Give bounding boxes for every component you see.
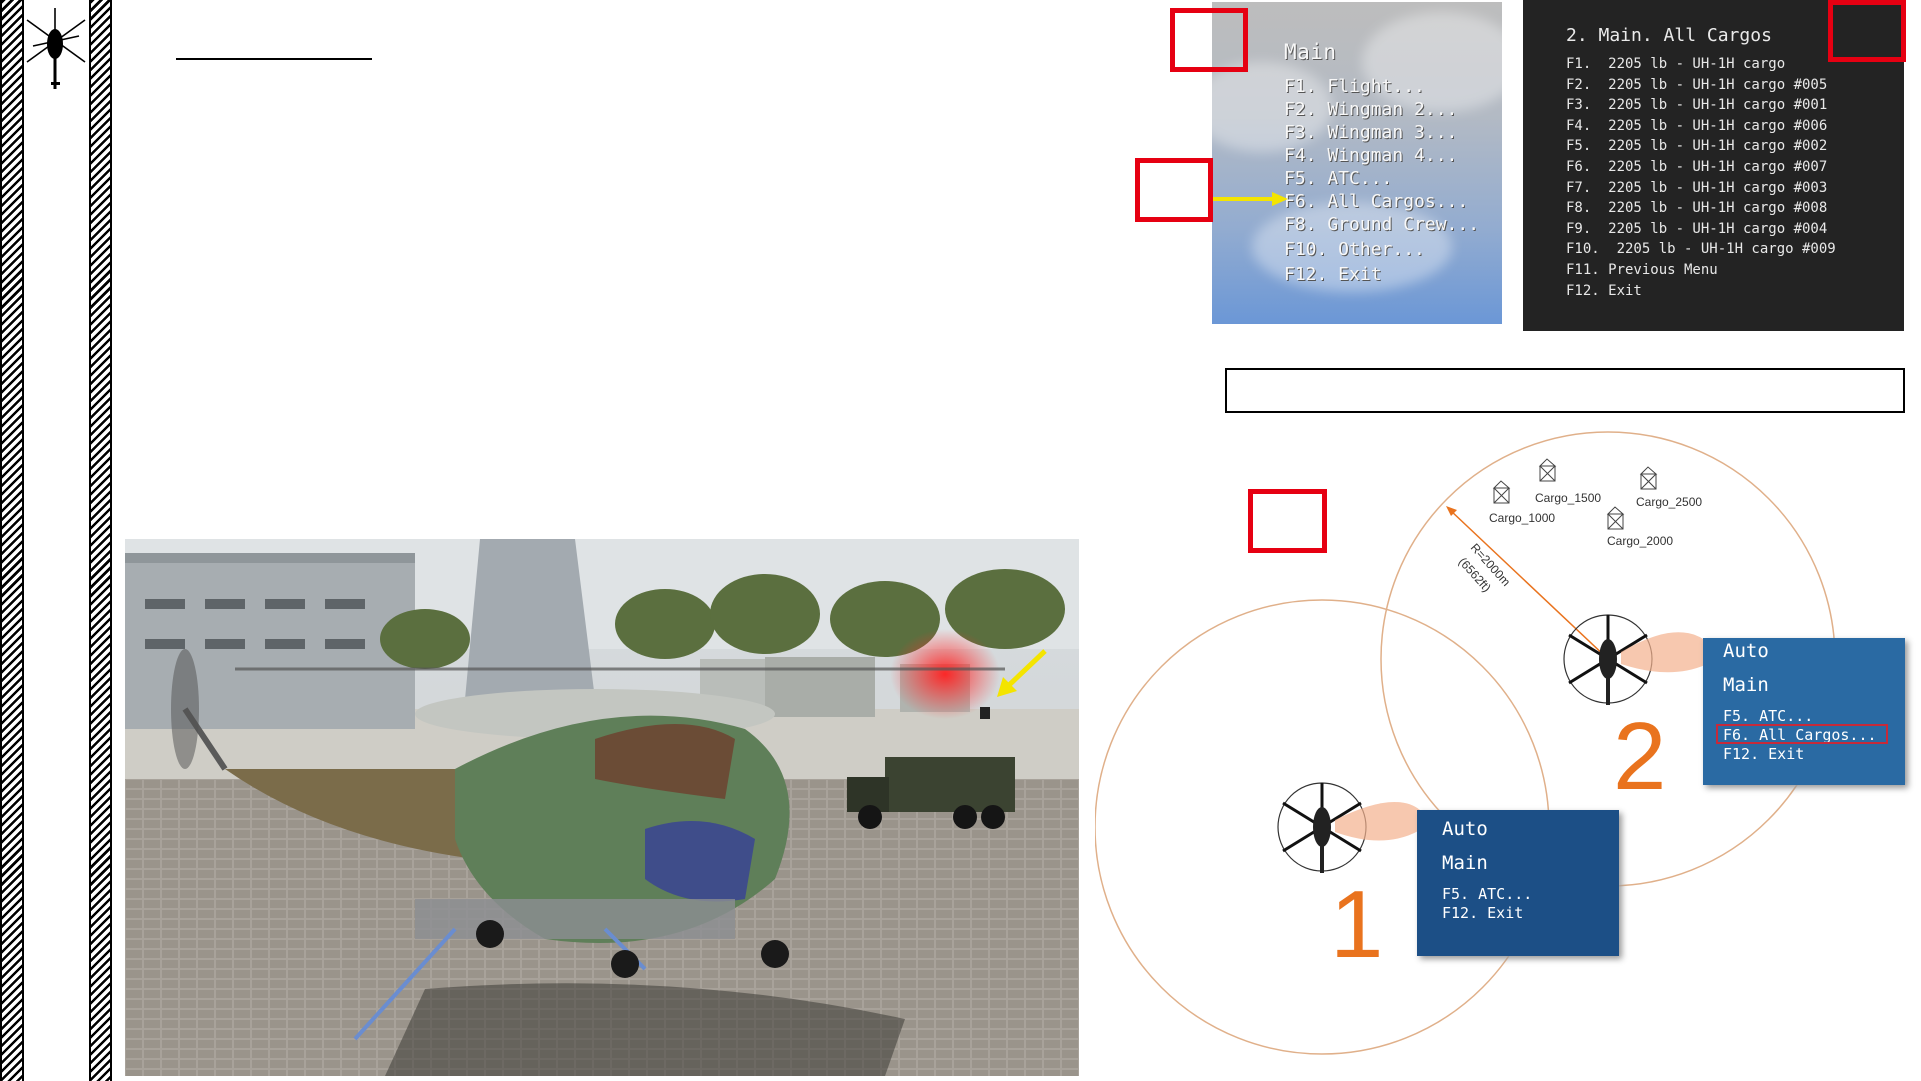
cargo-menu-item: F10. 2205 lb - UH-1H cargo #009 <box>1566 241 1836 258</box>
callout-box <box>1248 489 1327 553</box>
cargo-menu-item: F4. 2205 lb - UH-1H cargo #006 <box>1566 117 1828 134</box>
panel-2-sub: Main <box>1723 674 1769 696</box>
cargo-label: Cargo_2500 <box>1636 495 1702 509</box>
cargo-menu-item: F7. 2205 lb - UH-1H cargo #003 <box>1566 179 1828 196</box>
panel-2-title: Auto <box>1723 640 1769 662</box>
radio-menu-item: F5. ATC... <box>1284 168 1393 189</box>
panel-1-title: Auto <box>1442 818 1488 840</box>
radio-menu-item: F12. Exit <box>1284 264 1382 285</box>
left-hatch-border <box>0 0 24 1081</box>
yellow-arrow-icon <box>1212 192 1288 206</box>
helicopter-logo-icon <box>25 2 87 97</box>
right-hatch-border <box>89 0 112 1081</box>
cargo-menu-item: F5. 2205 lb - UH-1H cargo #002 <box>1566 138 1828 155</box>
callout-box <box>1170 8 1248 72</box>
cargo-label: Cargo_1000 <box>1489 511 1555 525</box>
panel-2-highlight-box <box>1716 724 1888 744</box>
menu-panel-2: Auto Main F5. ATC... F6. All Cargos... F… <box>1703 638 1905 785</box>
menu-panel-1: Auto Main F5. ATC... F12. Exit <box>1417 810 1619 956</box>
cargo-range-diagram: R=2000m (6562ft) Cargo_1000 Cargo_1500 C… <box>1095 430 1921 1081</box>
radio-menu-title: Main <box>1284 40 1337 64</box>
radio-menu-item: F10. Other... <box>1284 239 1425 260</box>
callout-box <box>1828 0 1906 62</box>
panel-1-sub: Main <box>1442 852 1488 874</box>
cargo-menu-title: 2. Main. All Cargos <box>1566 25 1772 46</box>
cargo-2500-icon <box>1639 466 1658 490</box>
panel-2-item: F12. Exit <box>1723 745 1805 763</box>
radio-menu-item: F4. Wingman 4... <box>1284 145 1458 166</box>
cargo-2000-icon <box>1606 506 1625 530</box>
caption-box <box>1225 368 1905 413</box>
radio-menu-items: F1. Flight... F2. Wingman 2... F3. Wingm… <box>1284 75 1479 287</box>
panel-1-item: F5. ATC... <box>1442 885 1533 903</box>
scenario-number-2: 2 <box>1613 703 1667 810</box>
radio-menu-item: F3. Wingman 3... <box>1284 122 1458 143</box>
cargo-menu-item: F9. 2205 lb - UH-1H cargo #004 <box>1566 220 1828 237</box>
cargo-menu-item: F3. 2205 lb - UH-1H cargo #001 <box>1566 97 1828 114</box>
helicopter-1-icon <box>1277 782 1420 873</box>
cargo-menu-item: F12. Exit <box>1566 282 1642 299</box>
radio-menu-item: F8. Ground Crew... <box>1284 214 1480 235</box>
radio-menu-item: F2. Wingman 2... <box>1284 99 1458 120</box>
panel-2-item: F5. ATC... <box>1723 707 1814 725</box>
radio-menu-item-all-cargos: F6. All Cargos... <box>1284 191 1469 212</box>
cargo-menu-item: F11. Previous Menu <box>1566 261 1718 278</box>
callout-box <box>1135 158 1213 222</box>
title-underline <box>176 58 372 60</box>
cargo-label: Cargo_2000 <box>1607 534 1673 548</box>
cargo-menu-item: F1. 2205 lb - UH-1H cargo <box>1566 56 1786 72</box>
cargo-menu-item: F2. 2205 lb - UH-1H cargo #005 <box>1566 76 1828 93</box>
cargo-menu-item: F6. 2205 lb - UH-1H cargo #007 <box>1566 158 1828 175</box>
panel-1-item: F12. Exit <box>1442 904 1524 922</box>
helicopter-2-icon <box>1563 614 1705 705</box>
cargo-menu-items: F1. 2205 lb - UH-1H cargo F2. 2205 lb - … <box>1566 54 1836 301</box>
radio-menu-main-screenshot: Main F1. Flight... F2. Wingman 2... F3. … <box>1212 2 1502 324</box>
scenario-number-1: 1 <box>1330 871 1384 978</box>
cargo-menu-screenshot: 2. Main. All Cargos F1. 2205 lb - UH-1H … <box>1523 0 1904 331</box>
cargo-1000-icon <box>1492 480 1511 504</box>
cargo-menu-item: F8. 2205 lb - UH-1H cargo #008 <box>1566 200 1828 217</box>
cargo-1500-icon <box>1538 458 1557 482</box>
panel-2-item-all-cargos: F6. All Cargos... <box>1723 726 1877 744</box>
cargo-label: Cargo_1500 <box>1535 491 1601 505</box>
radio-menu-item: F1. Flight... <box>1284 76 1425 97</box>
helicopter-cargo-scene <box>125 539 1079 1076</box>
